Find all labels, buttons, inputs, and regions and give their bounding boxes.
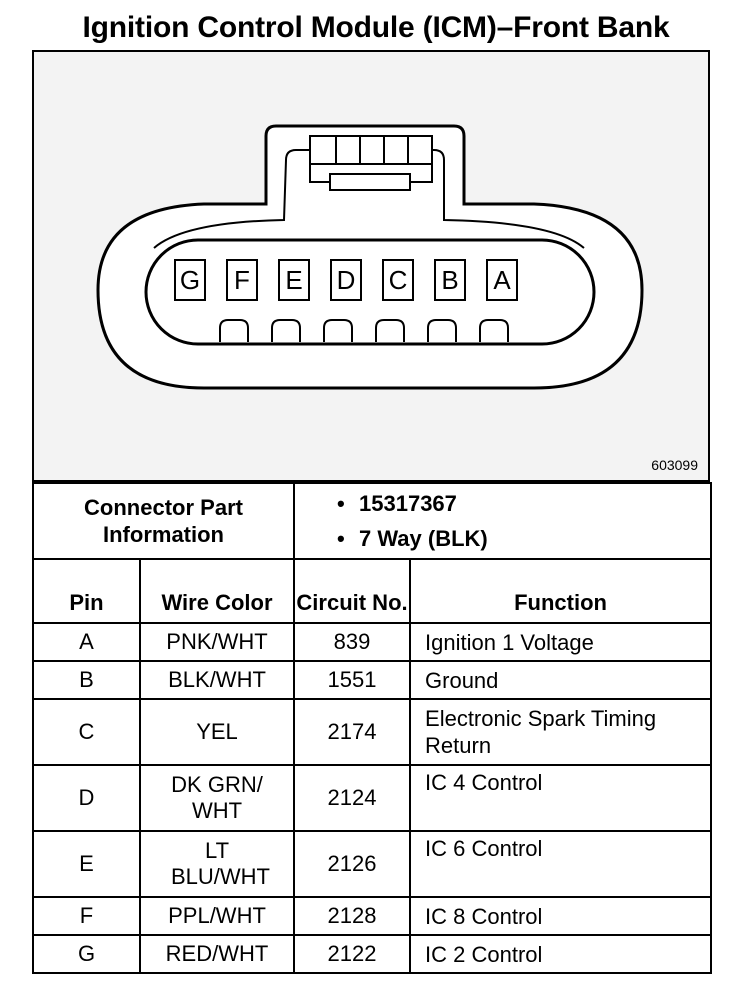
function-cell: IC 2 Control bbox=[409, 934, 713, 974]
pin-label: E bbox=[285, 265, 302, 295]
pin-terminal-a: A bbox=[486, 259, 518, 301]
col-header-pin: Pin bbox=[32, 558, 141, 624]
keying-bumps bbox=[219, 319, 509, 342]
function-cell: Electronic Spark Timing Return bbox=[409, 698, 713, 766]
circuit-cell: 2124 bbox=[293, 764, 412, 832]
pin-cell: D bbox=[32, 764, 141, 832]
connector-type: 7 Way (BLK) bbox=[337, 521, 710, 556]
pin-terminal-g: G bbox=[174, 259, 206, 301]
pin-cell: E bbox=[32, 830, 141, 898]
circuit-cell: 2126 bbox=[293, 830, 412, 898]
table-row: A PNK/WHT 839 Ignition 1 Voltage bbox=[32, 622, 713, 662]
wire-color-cell: DK GRN/ WHT bbox=[138, 764, 296, 832]
pin-label: A bbox=[493, 265, 511, 295]
circuit-cell: 2128 bbox=[293, 896, 412, 936]
pin-cell: A bbox=[32, 622, 141, 662]
wire-color-cell: PPL/WHT bbox=[138, 896, 296, 936]
pin-terminal-d: D bbox=[330, 259, 362, 301]
page-title: Ignition Control Module (ICM)–Front Bank bbox=[82, 11, 670, 44]
table-row: F PPL/WHT 2128 IC 8 Control bbox=[32, 896, 713, 936]
table-row: E LT BLU/WHT 2126 IC 6 Control bbox=[32, 830, 713, 898]
connector-part-header: Connector Part Information bbox=[31, 482, 296, 560]
column-header-row: Pin Wire Color Circuit No. Function bbox=[32, 558, 713, 624]
latch-icon bbox=[309, 135, 433, 191]
table-row: D DK GRN/ WHT 2124 IC 4 Control bbox=[32, 764, 713, 832]
pin-terminal-f: F bbox=[226, 259, 258, 301]
function-cell: Ignition 1 Voltage bbox=[409, 622, 713, 662]
pin-cell: C bbox=[32, 698, 141, 766]
circuit-cell: 839 bbox=[293, 622, 412, 662]
wire-color-cell: LT BLU/WHT bbox=[138, 830, 296, 898]
table-row: C YEL 2174 Electronic Spark Timing Retur… bbox=[32, 698, 713, 766]
pin-cell: G bbox=[32, 934, 141, 974]
col-header-circuit-no: Circuit No. bbox=[293, 558, 412, 624]
connector-part-info: 15317367 7 Way (BLK) bbox=[293, 482, 713, 560]
pin-cavity bbox=[144, 238, 596, 346]
wire-color-cell: BLK/WHT bbox=[138, 660, 296, 700]
function-cell: IC 8 Control bbox=[409, 896, 713, 936]
circuit-cell: 1551 bbox=[293, 660, 412, 700]
col-header-wire-color: Wire Color bbox=[138, 558, 296, 624]
pin-terminal-e: E bbox=[278, 259, 310, 301]
wire-color-cell: PNK/WHT bbox=[138, 622, 296, 662]
function-cell: IC 4 Control bbox=[409, 764, 713, 832]
pin-label: D bbox=[337, 265, 356, 295]
circuit-cell: 2174 bbox=[293, 698, 412, 766]
pin-label: F bbox=[234, 265, 250, 295]
part-number: 15317367 bbox=[337, 486, 710, 521]
table-row: B BLK/WHT 1551 Ground bbox=[32, 660, 713, 700]
pin-label: C bbox=[389, 265, 408, 295]
connector-part-row: Connector Part Information 15317367 7 Wa… bbox=[31, 482, 713, 560]
circuit-cell: 2122 bbox=[293, 934, 412, 974]
pin-label: G bbox=[180, 265, 200, 295]
function-cell: Ground bbox=[409, 660, 713, 700]
function-cell: IC 6 Control bbox=[409, 830, 713, 898]
pin-terminal-b: B bbox=[434, 259, 466, 301]
figure-id: 603099 bbox=[651, 457, 698, 473]
connector-shoulder-line bbox=[153, 149, 585, 249]
connector-diagram: G F E D C B A 603099 bbox=[32, 50, 710, 482]
pin-label: B bbox=[441, 265, 458, 295]
pin-cell: B bbox=[32, 660, 141, 700]
pin-terminal-c: C bbox=[382, 259, 414, 301]
table-row: G RED/WHT 2122 IC 2 Control bbox=[32, 934, 713, 974]
col-header-function: Function bbox=[409, 558, 713, 624]
wire-color-cell: RED/WHT bbox=[138, 934, 296, 974]
pin-cell: F bbox=[32, 896, 141, 936]
wire-color-cell: YEL bbox=[138, 698, 296, 766]
connector-pin-table: Connector Part Information 15317367 7 Wa… bbox=[31, 482, 713, 974]
